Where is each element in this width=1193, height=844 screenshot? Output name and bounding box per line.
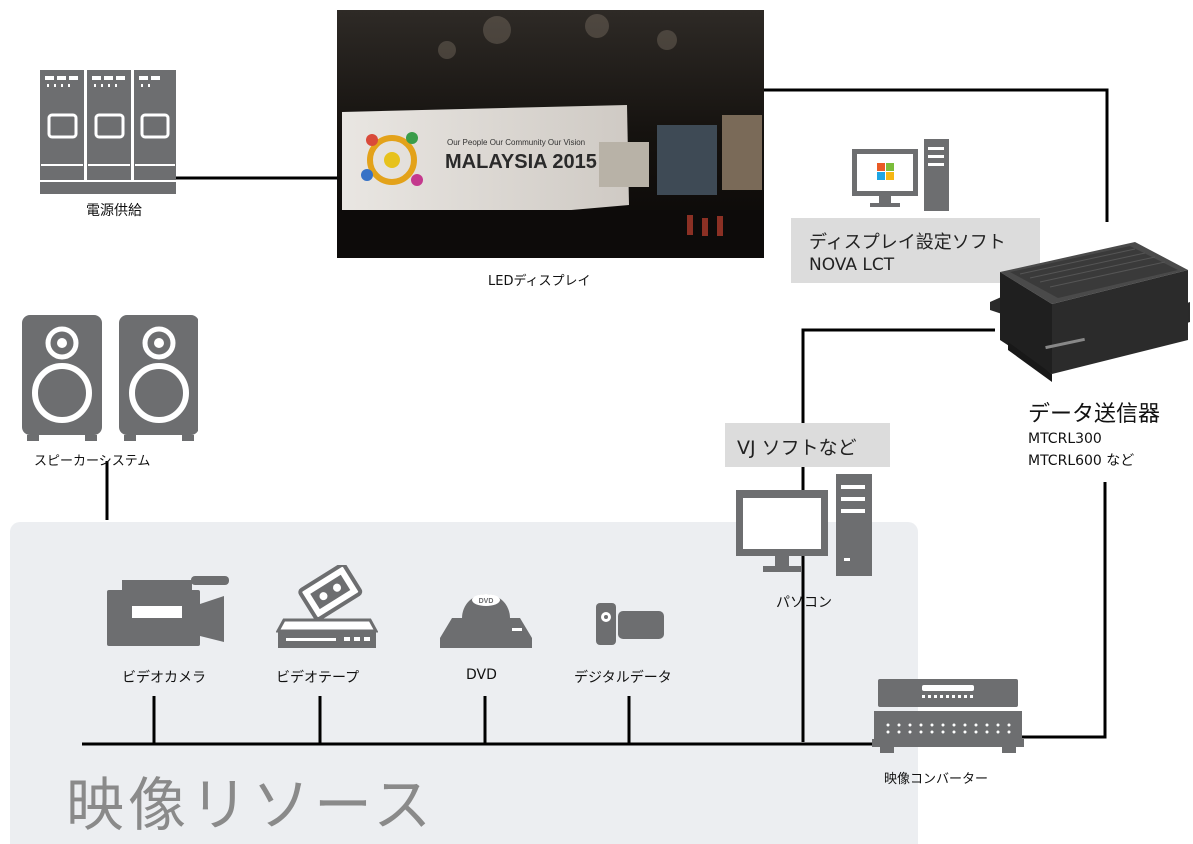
- video-resource-zone: [10, 522, 918, 844]
- windows-logo-icon: [877, 163, 894, 180]
- data-sender-device: [990, 242, 1190, 382]
- display-software-tag: ディスプレイ設定ソフト NOVA LCT: [791, 218, 1040, 283]
- line-converter-sender: [1022, 482, 1107, 739]
- led-display-label: LEDディスプレイ: [488, 274, 591, 289]
- power-supply-icon: [40, 70, 176, 194]
- data-sender-model-2: MTCRL600 など: [1028, 453, 1135, 469]
- line-led-sender: [764, 88, 1109, 222]
- video-camera-label: ビデオカメラ: [122, 670, 206, 686]
- speaker-system-label: スピーカーシステム: [34, 454, 151, 469]
- display-software-product: NOVA LCT: [809, 255, 895, 275]
- pc-icon: [736, 474, 872, 576]
- banner-flower: [361, 132, 423, 186]
- pc-label: パソコン: [776, 595, 832, 611]
- settings-pc-icon: [852, 139, 949, 211]
- data-sender-title: データ送信器: [1028, 402, 1161, 427]
- video-resource-title: 映像リソース: [66, 771, 436, 839]
- line-pc-sender: [801, 328, 995, 742]
- banner-small-text: Our People Our Community Our Vision: [447, 138, 585, 147]
- video-tape-icon: [276, 565, 378, 648]
- converter-ports: [886, 695, 1011, 734]
- dvd-label: DVD: [466, 667, 497, 683]
- dvd-player-icon: DVD: [440, 594, 532, 648]
- speaker-system-icon: [22, 315, 198, 441]
- vj-software-tag: VJ ソフトなど: [725, 423, 890, 467]
- video-converter-label: 映像コンバーター: [884, 772, 989, 787]
- video-converter-icon: [872, 679, 1024, 753]
- digital-camera-icon: [596, 603, 664, 645]
- vj-software-name: VJ ソフトなど: [737, 437, 857, 459]
- power-supply-label: 電源供給: [86, 203, 142, 219]
- display-software-name: ディスプレイ設定ソフト: [809, 232, 1006, 253]
- data-sender-model-1: MTCRL300: [1028, 431, 1102, 447]
- video-camera-icon: [107, 576, 229, 646]
- led-display-photo: Our People Our Community Our Vision MALA…: [337, 10, 764, 258]
- video-tape-label: ビデオテープ: [276, 670, 360, 686]
- banner-big-text: MALAYSIA 2015: [445, 151, 597, 173]
- dvd-disc-text: DVD: [479, 598, 494, 605]
- digital-data-label: デジタルデータ: [574, 670, 672, 686]
